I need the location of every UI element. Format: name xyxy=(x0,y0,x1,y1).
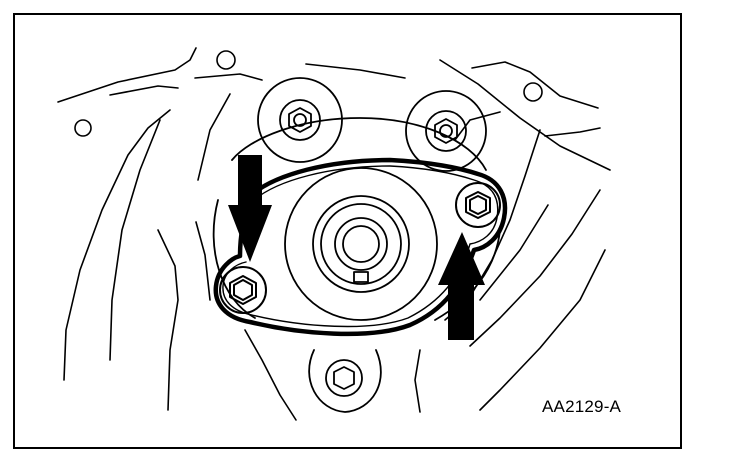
shaft-seal xyxy=(284,167,438,321)
bolt-head-icon xyxy=(229,275,257,305)
figure-id-label: AA2129-A xyxy=(542,397,622,416)
bolt-head-icon xyxy=(434,118,458,144)
up-arrow-icon xyxy=(438,232,485,340)
left-plate-bolt xyxy=(219,266,267,314)
callout-arrows xyxy=(228,155,485,340)
lower-boss xyxy=(308,349,382,413)
down-arrow-icon xyxy=(228,155,272,262)
right-plate-bolt xyxy=(455,182,501,228)
bolt-head-icon xyxy=(465,191,491,219)
bolt-head-icon xyxy=(333,366,355,390)
bolt-head-icon xyxy=(288,107,312,133)
upper-left-boss xyxy=(257,77,343,163)
casting-outline xyxy=(57,47,611,421)
upper-right-boss xyxy=(405,90,487,172)
casting-holes xyxy=(74,50,543,137)
